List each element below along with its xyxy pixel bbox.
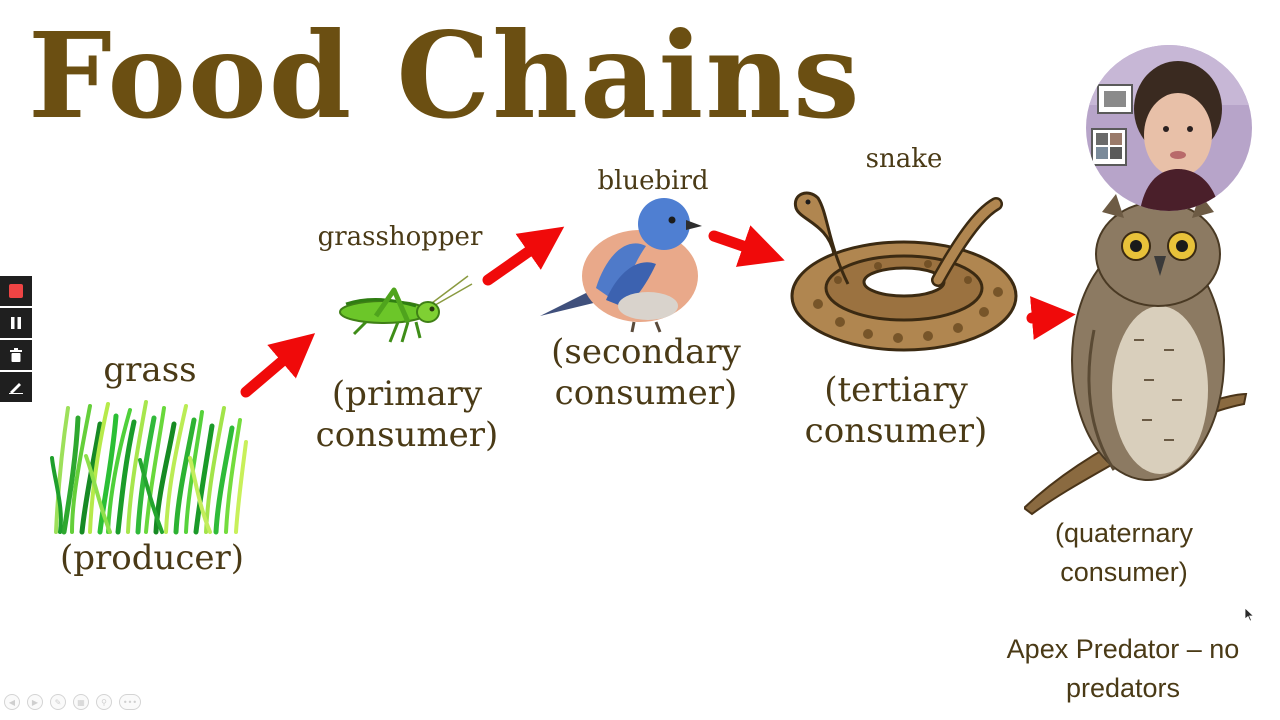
role-tertiary-line1: (tertiary — [824, 370, 968, 410]
prev-slide-button[interactable]: ◀ — [4, 694, 20, 710]
slides-icon: ▦ — [77, 697, 85, 707]
slides-overview-button[interactable]: ▦ — [73, 694, 89, 710]
cursor-icon — [1245, 608, 1255, 622]
role-primary-consumer: (primary consumer) — [296, 374, 518, 456]
zoom-icon: ⚲ — [101, 697, 107, 707]
role-producer: (producer) — [59, 538, 245, 578]
apex-predator-note: Apex Predator – no predators — [982, 630, 1264, 708]
pen-tool-button[interactable]: ✎ — [50, 694, 66, 710]
pen-icon — [9, 383, 23, 394]
draw-button[interactable] — [0, 372, 32, 402]
apex-line1: Apex Predator – no — [1006, 634, 1240, 664]
organism-name-grasshopper: grasshopper — [317, 222, 483, 252]
role-secondary-consumer: (secondary consumer) — [530, 332, 762, 414]
recording-toolbar — [0, 276, 32, 404]
organism-name-grass: grass — [103, 350, 197, 390]
pause-icon — [11, 317, 21, 329]
role-tertiary-line2: consumer) — [804, 410, 988, 451]
role-secondary-line1: (secondary — [551, 332, 741, 372]
organism-name-snake: snake — [865, 144, 943, 174]
role-primary-line1: (primary — [331, 374, 483, 414]
next-icon: ▶ — [31, 697, 39, 707]
more-options-button[interactable]: ••• — [119, 694, 141, 710]
prev-icon: ◀ — [8, 697, 16, 707]
slide-controls: ◀ ▶ ✎ ▦ ⚲ ••• — [4, 694, 141, 710]
record-button[interactable] — [0, 276, 32, 306]
arrow-bluebird-to-snake — [708, 225, 785, 267]
arrow-snake-to-owl — [1026, 296, 1076, 340]
zoom-button[interactable]: ⚲ — [96, 694, 112, 710]
delete-button[interactable] — [0, 340, 32, 370]
presenter-avatar — [1086, 45, 1252, 211]
apex-line2: predators — [1065, 673, 1181, 704]
owl-icon — [1024, 194, 1248, 516]
bluebird-icon — [540, 198, 702, 333]
snake-icon — [790, 191, 1018, 352]
role-quaternary-consumer: (quaternary consumer) — [1022, 514, 1226, 592]
slide-title: Food Chains — [28, 6, 862, 145]
next-slide-button[interactable]: ▶ — [27, 694, 43, 710]
arrow-grass-to-grasshopper — [240, 333, 316, 398]
role-secondary-line2: consumer) — [554, 372, 738, 413]
role-primary-line2: consumer) — [315, 414, 499, 455]
organism-name-bluebird: bluebird — [597, 166, 709, 196]
pause-button[interactable] — [0, 308, 32, 338]
role-quaternary-line1: (quaternary — [1054, 518, 1194, 548]
role-tertiary-consumer: (tertiary consumer) — [786, 370, 1006, 452]
record-icon — [9, 284, 23, 298]
trash-icon — [10, 348, 22, 362]
role-quaternary-line2: consumer) — [1060, 557, 1188, 588]
grass-icon — [50, 400, 248, 535]
grasshopper-icon — [339, 275, 473, 343]
more-icon: ••• — [122, 697, 138, 707]
pen-icon: ✎ — [54, 697, 62, 707]
arrow-grasshopper-to-bluebird — [482, 226, 565, 286]
presenter-webcam — [1086, 45, 1252, 211]
